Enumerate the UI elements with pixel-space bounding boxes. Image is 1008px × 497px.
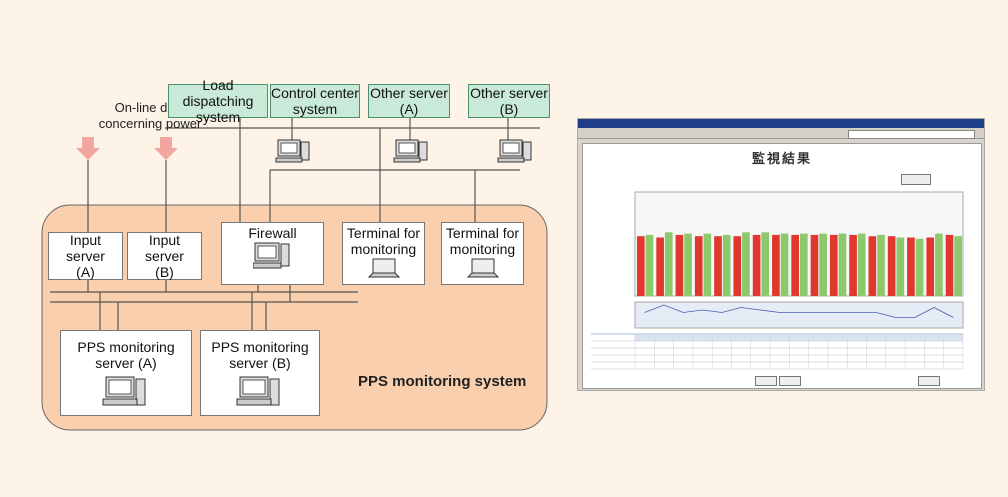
chart-bar — [935, 233, 943, 296]
results-button[interactable] — [901, 174, 931, 185]
chart-bar — [656, 237, 664, 296]
chart-bar — [752, 234, 761, 296]
input-server-b: Input server (B) — [127, 232, 202, 280]
chart-bar — [819, 233, 827, 296]
pc-icon — [275, 139, 310, 163]
chart-bar — [915, 238, 924, 296]
chart-bar — [954, 236, 962, 296]
arrow-icon — [76, 137, 100, 160]
next-button[interactable] — [779, 376, 801, 386]
chart-bar — [907, 237, 915, 296]
diff-line — [644, 304, 954, 318]
arrow-icon — [154, 137, 178, 160]
chart-bar — [791, 234, 799, 296]
pc-icon — [252, 242, 289, 269]
prev-button[interactable] — [755, 376, 777, 386]
line-panel — [634, 301, 964, 329]
pps-server-b-box: PPS monitoring server (B) — [200, 330, 320, 416]
chart-bar — [637, 236, 645, 296]
chart-bar — [761, 232, 770, 296]
chart-bar — [675, 234, 684, 296]
chart-bar — [684, 233, 692, 296]
results-page: 監視結果 — [582, 143, 982, 389]
system-label: PPS monitoring system — [358, 373, 527, 390]
terminal-2-box: Terminal for monitoring — [441, 222, 524, 285]
laptop-icon — [466, 258, 499, 278]
online-data-label: On-line data concerning power — [98, 100, 202, 131]
other-server-a-box: Other server (A) — [368, 84, 450, 118]
chart-bar — [742, 232, 750, 296]
laptop-icon — [367, 258, 400, 278]
other-server-b-box: Other server (B) — [468, 84, 550, 118]
window-titlebar — [578, 119, 984, 128]
chart-bar — [926, 237, 935, 296]
chart-bar — [945, 234, 954, 296]
chart-bar — [838, 233, 847, 296]
chart-bar — [877, 234, 885, 296]
firewall-box: Firewall — [221, 222, 324, 285]
menu-bar — [578, 128, 984, 139]
chart-bar — [703, 233, 712, 296]
chart-bar — [694, 236, 703, 296]
chart-bar — [896, 237, 905, 296]
pc-icon — [497, 139, 532, 163]
input-server-a: Input server (A) — [48, 232, 123, 280]
chart-bar — [868, 236, 877, 296]
results-title: 監視結果 — [751, 151, 812, 166]
address-bar — [848, 130, 975, 139]
chart-bar — [733, 236, 742, 296]
chart-bar — [645, 234, 654, 296]
chart-bar — [810, 234, 819, 296]
chart-bar — [829, 234, 838, 296]
table-header — [635, 334, 963, 341]
chart-bar — [857, 233, 866, 296]
pc-icon — [236, 376, 280, 406]
pc-icon — [102, 376, 146, 406]
close-button[interactable] — [918, 376, 940, 386]
monitoring-screenshot: 監視結果 — [577, 118, 985, 391]
chart-bar — [887, 236, 896, 296]
chart-bar — [780, 233, 789, 296]
chart-bar — [772, 234, 780, 296]
control-center-box: Control center system — [270, 84, 360, 118]
pps-server-a-box: PPS monitoring server (A) — [60, 330, 192, 416]
chart-bar — [664, 232, 673, 296]
chart-bar — [714, 236, 722, 296]
chart-bar — [722, 234, 731, 296]
chart-bar — [849, 234, 857, 296]
results-chart — [591, 191, 964, 370]
pc-icon — [393, 139, 428, 163]
load-dispatching-box: Load dispatching system — [168, 77, 268, 125]
terminal-1-box: Terminal for monitoring — [342, 222, 425, 285]
chart-bar — [800, 233, 808, 296]
